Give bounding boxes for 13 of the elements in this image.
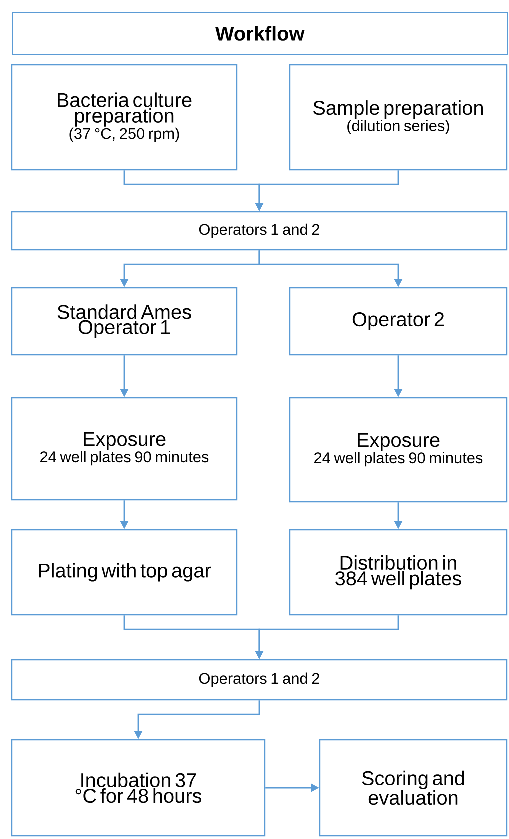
process-box: Distribution in 384 well plates [289,529,508,616]
process-box: Operator 2 [289,287,508,356]
process-box: Bacteria culture preparation (37 °C, 250 rpm) [11,64,238,171]
process-box: Scoring and evaluation [319,739,508,837]
process-box: Sample preparation (dilution series) [289,64,508,171]
process-box: Exposure 24 well plates 90 minutes [289,397,508,503]
title-box: Workflow [12,12,508,56]
process-box: Incubation 37 °C for 48 hours [11,739,266,837]
banner-box: Operators 1 and 2 [11,659,508,701]
process-box: Exposure 24 well plates 90 minutes [11,397,238,501]
process-box: Standard Ames Operator 1 [11,287,238,356]
process-box: Plating with top agar [11,529,238,616]
banner-box: Operators 1 and 2 [11,211,508,251]
